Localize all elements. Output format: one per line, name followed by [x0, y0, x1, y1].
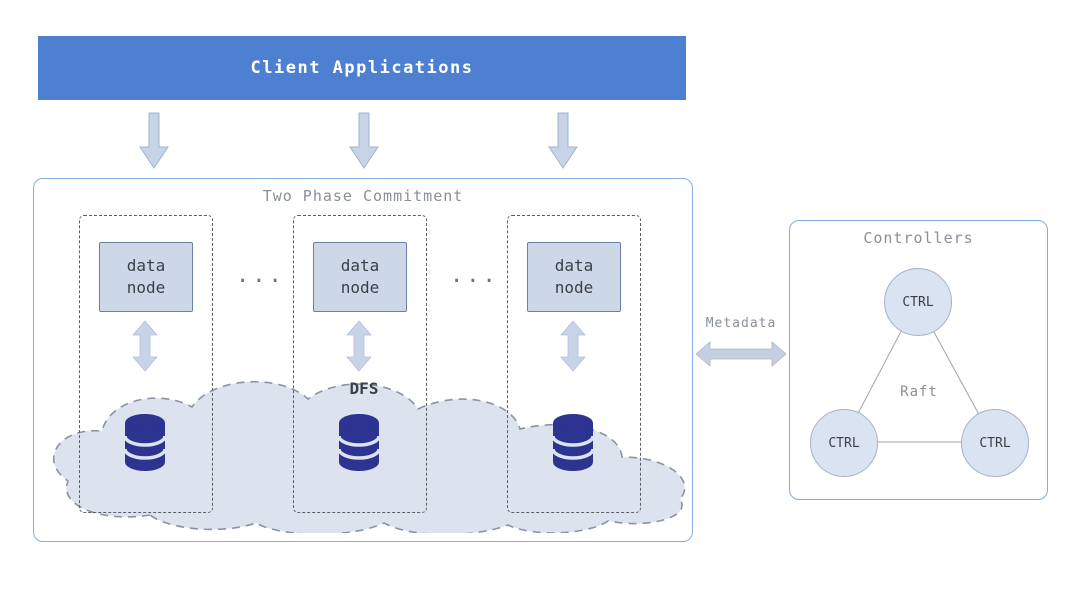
database-icon — [123, 414, 167, 471]
data-node-group: data node — [79, 215, 213, 513]
controllers-title: Controllers — [863, 229, 974, 247]
database-icon — [551, 414, 595, 471]
data-node-group: data node — [507, 215, 641, 513]
controller-node: CTRL — [884, 268, 952, 336]
ellipsis: ... — [450, 263, 499, 288]
raft-label: Raft — [900, 384, 938, 400]
client-applications-banner: Client Applications — [38, 36, 686, 100]
ellipsis: ... — [236, 263, 285, 288]
data-node-group: data node — [293, 215, 427, 513]
data-node-label: data node — [554, 256, 594, 297]
bidirectional-arrow-icon — [346, 320, 372, 372]
data-node-box: data node — [99, 242, 193, 312]
banner-title: Client Applications — [250, 58, 474, 78]
controller-node: CTRL — [961, 409, 1029, 477]
data-node-label: data node — [340, 256, 380, 297]
data-node-box: data node — [313, 242, 407, 312]
data-node-label: data node — [126, 256, 166, 297]
controller-node-label: CTRL — [828, 435, 860, 451]
database-icon — [337, 414, 381, 471]
down-arrow-icon — [548, 112, 578, 169]
controllers-box: Controllers Raft CTRL CTRL CTRL — [789, 220, 1048, 500]
data-node-box: data node — [527, 242, 621, 312]
metadata-label: Metadata — [705, 316, 777, 331]
down-arrow-icon — [139, 112, 169, 169]
two-phase-title: Two Phase Commitment — [262, 187, 464, 205]
down-arrow-icon — [349, 112, 379, 169]
bidirectional-arrow-icon — [560, 320, 586, 372]
bidirectional-arrow-icon — [132, 320, 158, 372]
controller-node: CTRL — [810, 409, 878, 477]
dfs-label: DFS — [349, 379, 379, 398]
controller-node-label: CTRL — [979, 435, 1011, 451]
two-phase-commitment-box: Two Phase Commitment DFS data node data … — [33, 178, 693, 542]
controller-node-label: CTRL — [902, 294, 934, 310]
metadata-arrow-icon — [695, 341, 787, 367]
